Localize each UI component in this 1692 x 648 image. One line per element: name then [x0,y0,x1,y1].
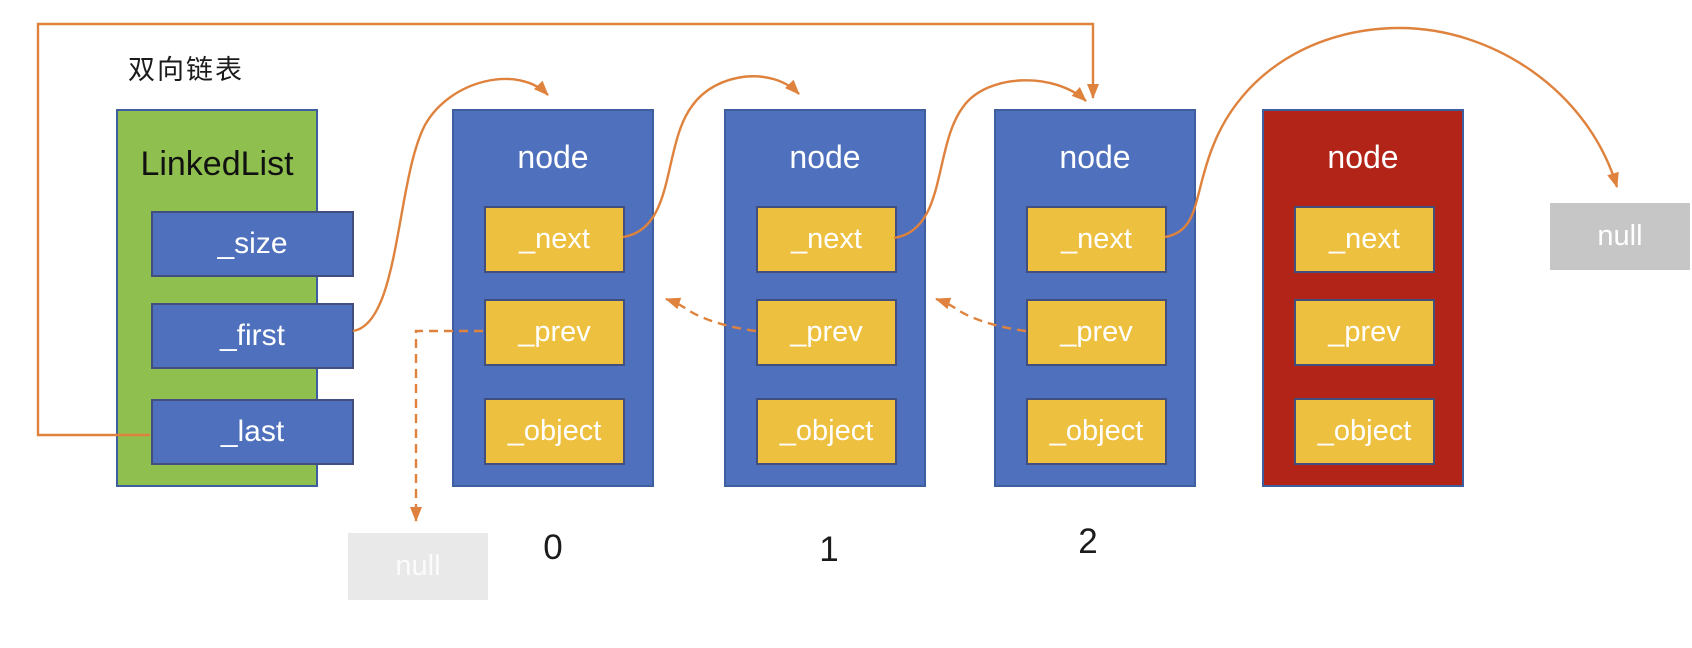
node2-field-object: _object [1026,398,1167,465]
index-label-2: 2 [1078,522,1098,561]
node1-field-object: _object [756,398,897,465]
diagram-title: 双向链表 [128,55,244,85]
node-red-field-object: _object [1294,398,1435,465]
node0-box: node _next _prev _object [452,109,654,487]
node2-title: node [1059,139,1131,175]
node2-field-next: _next [1026,206,1167,273]
linkedlist-field-size: _size [151,211,354,277]
node0-field-next: _next [484,206,625,273]
node1-field-prev: _prev [756,299,897,366]
node-red-field-next: _next [1294,206,1435,273]
linkedlist-field-last: _last [151,399,354,465]
linkedlist-box: LinkedList _size _first _last [116,109,354,487]
node0-field-prev: _prev [484,299,625,366]
node2-field-prev: _prev [1026,299,1167,366]
node1-box: node _next _prev _object [724,109,926,487]
node-red-field-prev: _prev [1294,299,1435,366]
node1-title: node [789,139,861,175]
node1-field-next: _next [756,206,897,273]
null-box-head: null [1550,203,1690,270]
node0-title: node [517,139,589,175]
node-red-box: node _next _prev _object [1262,109,1464,487]
node-red-title: node [1327,139,1399,175]
index-label-0: 0 [543,528,563,567]
linkedlist-field-first: _first [151,303,354,369]
index-label-1: 1 [819,530,839,569]
node0-field-object: _object [484,398,625,465]
null-box-tail: null [348,533,488,600]
linkedlist-title: LinkedList [140,145,294,183]
node2-box: node _next _prev _object [994,109,1196,487]
